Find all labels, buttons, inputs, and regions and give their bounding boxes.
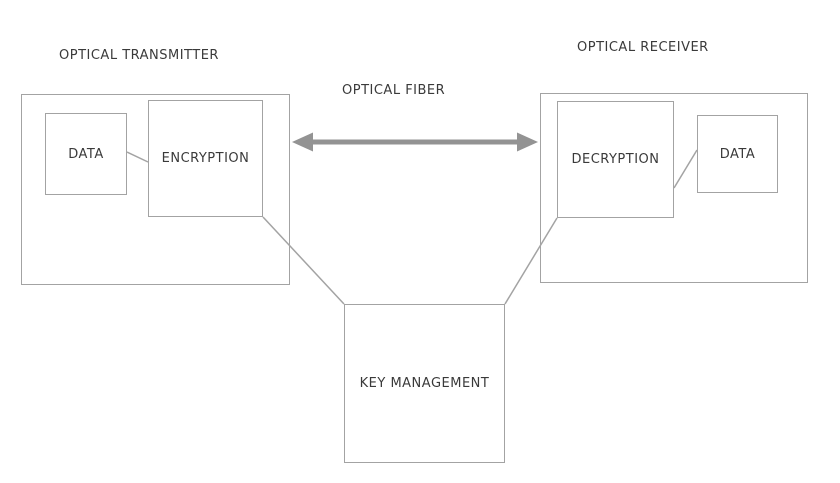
key-management-label: KEY MANAGEMENT <box>359 376 490 391</box>
optical-transmitter-box <box>21 94 290 285</box>
data-output-box: DATA <box>697 115 778 193</box>
data-source-box: DATA <box>45 113 127 195</box>
data-output-label: DATA <box>719 146 756 162</box>
encryption-label: ENCRYPTION <box>161 151 250 166</box>
decryption-label: DECRYPTION <box>571 152 660 167</box>
optical-fiber-label: OPTICAL FIBER <box>342 83 446 98</box>
key-management-box: KEY MANAGEMENT <box>344 304 505 463</box>
optical-transmitter-label: OPTICAL TRANSMITTER <box>59 48 219 63</box>
data-source-label: DATA <box>68 146 104 162</box>
encryption-box: ENCRYPTION <box>148 100 263 217</box>
fiber-arrow-left-head <box>292 132 313 152</box>
decryption-box: DECRYPTION <box>557 101 674 218</box>
fiber-arrow-right-head <box>517 132 538 152</box>
optical-receiver-box <box>540 93 808 283</box>
optical-fiber-arrow-icon <box>292 132 538 152</box>
optical-receiver-label: OPTICAL RECEIVER <box>577 40 709 55</box>
